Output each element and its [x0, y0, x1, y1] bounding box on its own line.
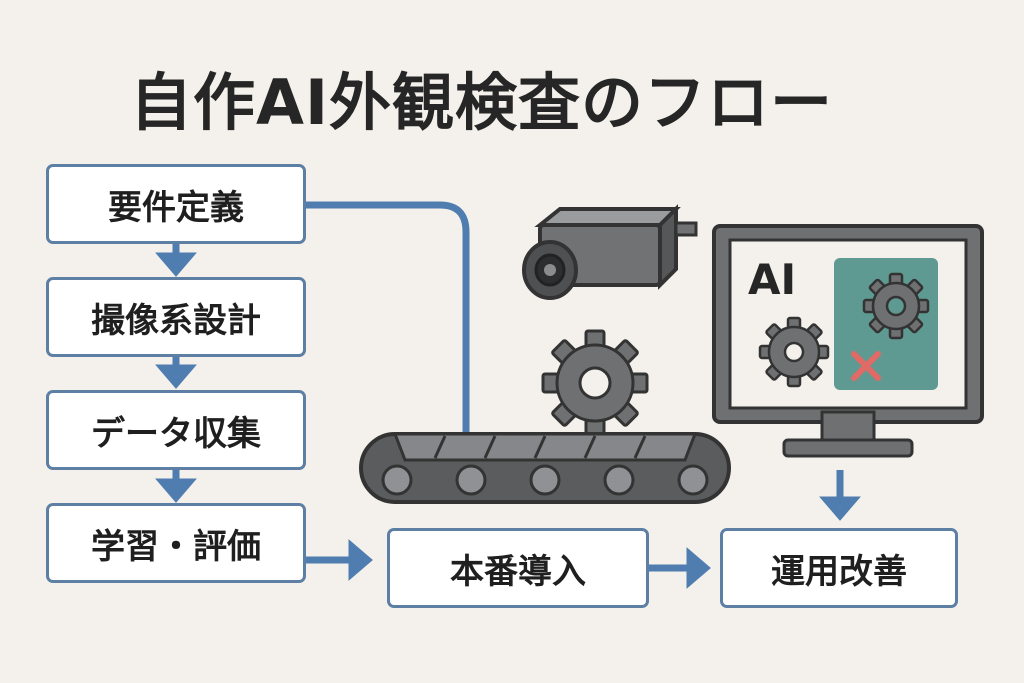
- step-operation-improvement: 運用改善: [720, 528, 958, 608]
- step-training-evaluation: 学習・評価: [46, 503, 306, 583]
- conveyor-icon: [359, 432, 731, 504]
- camera-icon: [522, 204, 698, 300]
- step-deployment: 本番導入: [387, 528, 649, 608]
- step-requirements: 要件定義: [46, 164, 306, 244]
- diagram-title: 自作AI外観検査のフロー: [130, 66, 834, 139]
- monitor-icon: AI: [712, 224, 984, 458]
- monitor-ai-label: AI: [748, 255, 796, 304]
- line-requirements-to-conveyor: [306, 201, 470, 438]
- defect-x-icon: [851, 351, 881, 381]
- gear-product-icon: [541, 329, 649, 437]
- step-imaging-design: 撮像系設計: [46, 277, 306, 357]
- step-data-collection: データ収集: [46, 390, 306, 470]
